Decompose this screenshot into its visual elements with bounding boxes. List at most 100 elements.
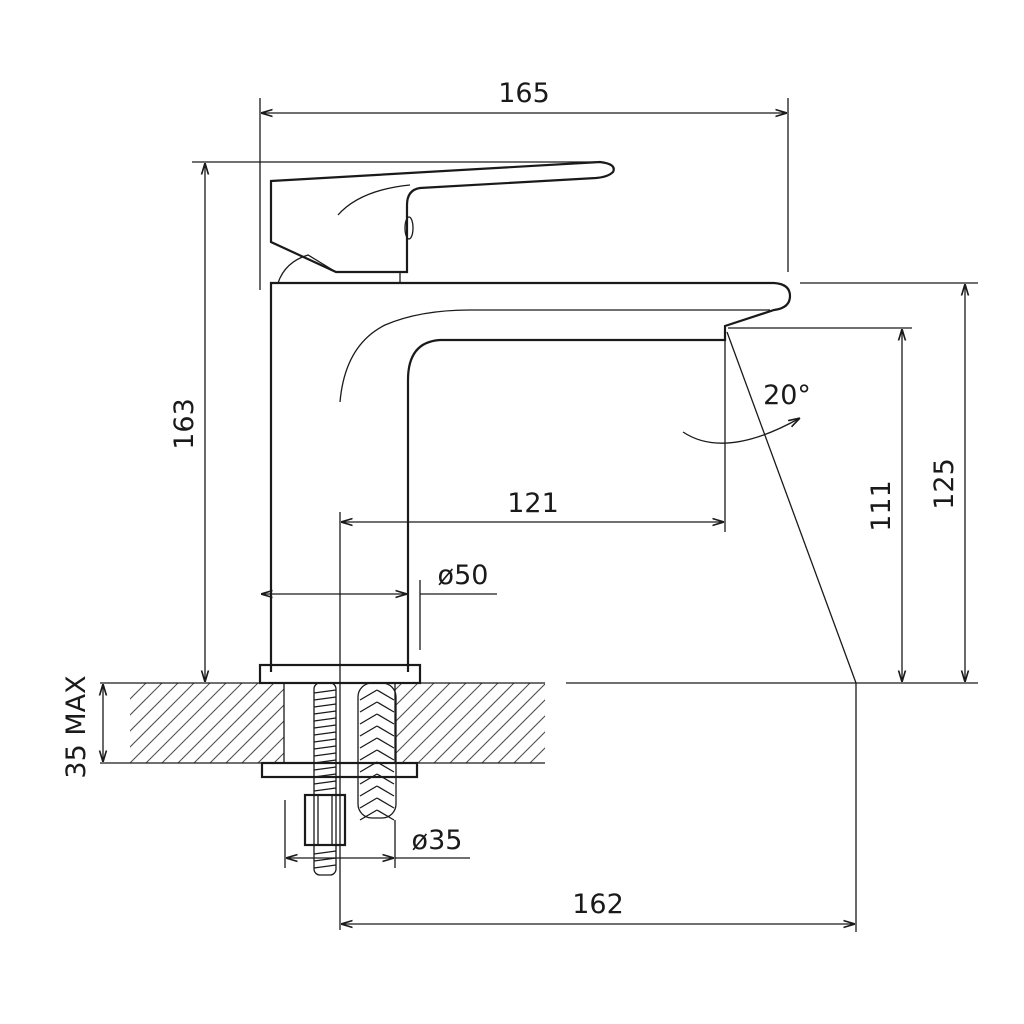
angle-ray: [726, 331, 857, 684]
braid-line: [376, 701, 395, 713]
thread-line: [313, 864, 337, 869]
braided-hose: [357, 682, 397, 819]
dimension-spout-angle: 20°: [682, 331, 857, 684]
braid-line: [376, 773, 395, 785]
hatch-line: [130, 683, 163, 716]
dimension-base-diameter: ø50: [261, 560, 497, 650]
dimension-shank-diameter: ø35: [284, 800, 470, 868]
dimension-spout-top-height: 125: [800, 282, 978, 682]
stud-threads: [313, 689, 337, 869]
thread-line: [313, 731, 337, 736]
thread-line: [313, 745, 337, 750]
faucet-body-outline: [269, 281, 792, 672]
threaded-stud: [313, 682, 337, 876]
hatch-line: [465, 683, 545, 763]
hatch-line: [529, 747, 545, 763]
braid-line: [376, 809, 395, 821]
hatch-line: [481, 699, 545, 763]
braid-line: [359, 785, 378, 797]
thread-line: [313, 717, 337, 722]
label-121: 121: [507, 488, 559, 519]
angle-arc: [682, 418, 800, 444]
braid-line: [359, 701, 378, 713]
hatch-line: [417, 683, 499, 763]
braid-line: [376, 761, 395, 773]
fixing-nut: [303, 793, 347, 847]
braid-line: [359, 737, 378, 749]
hatch-line: [562, 683, 642, 763]
hatch-line: [177, 683, 259, 763]
braid-line: [376, 737, 395, 749]
braid-line: [376, 785, 395, 797]
hatch-line: [401, 683, 483, 763]
lever-inner-curve: [337, 184, 411, 216]
hatch-line: [130, 683, 211, 763]
braid-line: [376, 689, 395, 701]
lever-pin: [404, 216, 414, 240]
thread-line: [313, 710, 337, 715]
braid-line: [376, 797, 395, 809]
label-125: 125: [929, 458, 960, 510]
hatch-line: [578, 683, 658, 763]
thread-line: [313, 738, 337, 743]
dimension-overall-height: 163: [169, 161, 600, 682]
braid-line: [359, 749, 378, 761]
hatch-line: [161, 683, 243, 763]
braid-line: [376, 725, 395, 737]
thread-line: [313, 703, 337, 708]
hatch-line: [433, 683, 515, 763]
thread-line: [313, 724, 337, 729]
braid-line: [376, 713, 395, 725]
hatch-line: [130, 683, 195, 748]
label-20deg: 20°: [763, 380, 811, 411]
thread-line: [313, 752, 337, 757]
braid-line: [376, 749, 395, 761]
thread-line: [313, 773, 337, 778]
thread-line: [313, 689, 337, 694]
braid-line: [359, 713, 378, 725]
hatch-line: [497, 715, 545, 763]
braid-line: [359, 689, 378, 701]
dimension-projection: 162: [341, 683, 857, 932]
braid-line: [359, 761, 378, 773]
hatch-line: [193, 683, 275, 763]
hatch-line: [513, 731, 545, 763]
braid-line: [359, 797, 378, 809]
braid-line: [359, 725, 378, 737]
braid-line: [359, 809, 378, 821]
hatch-line: [130, 683, 147, 700]
hatch-line: [610, 683, 690, 763]
thread-line: [313, 850, 337, 855]
label-111: 111: [866, 480, 897, 532]
dimension-deck-thickness: 35 MAX: [61, 675, 103, 779]
hatch-line: [145, 683, 227, 763]
hatch-line: [626, 683, 706, 763]
dimension-overall-width: 165: [259, 78, 789, 290]
mounting-hardware: [260, 682, 419, 876]
hatch-line: [130, 683, 179, 732]
hatch-line: [546, 683, 626, 763]
cartridge-dome: [277, 254, 337, 284]
thread-line: [313, 780, 337, 785]
lever-handle: [269, 160, 615, 274]
dimension-spout-reach: 121: [339, 330, 726, 930]
braid-line: [359, 773, 378, 785]
hatch-line: [594, 683, 674, 763]
hatch-line: [385, 683, 467, 763]
hose-braid: [359, 689, 395, 821]
thread-line: [313, 766, 337, 771]
thread-line: [313, 787, 337, 792]
label-165: 165: [498, 78, 550, 109]
label-162: 162: [572, 889, 624, 920]
label-35: ø35: [412, 825, 463, 856]
hatch-line: [209, 683, 291, 763]
thread-line: [313, 696, 337, 701]
spout-inner-curve: [339, 309, 770, 403]
label-163: 163: [169, 398, 200, 450]
hatch-line: [449, 683, 531, 763]
label-35max: 35 MAX: [61, 675, 92, 778]
thread-line: [313, 759, 337, 764]
countertop-section: [100, 682, 978, 764]
label-50: ø50: [438, 560, 489, 591]
